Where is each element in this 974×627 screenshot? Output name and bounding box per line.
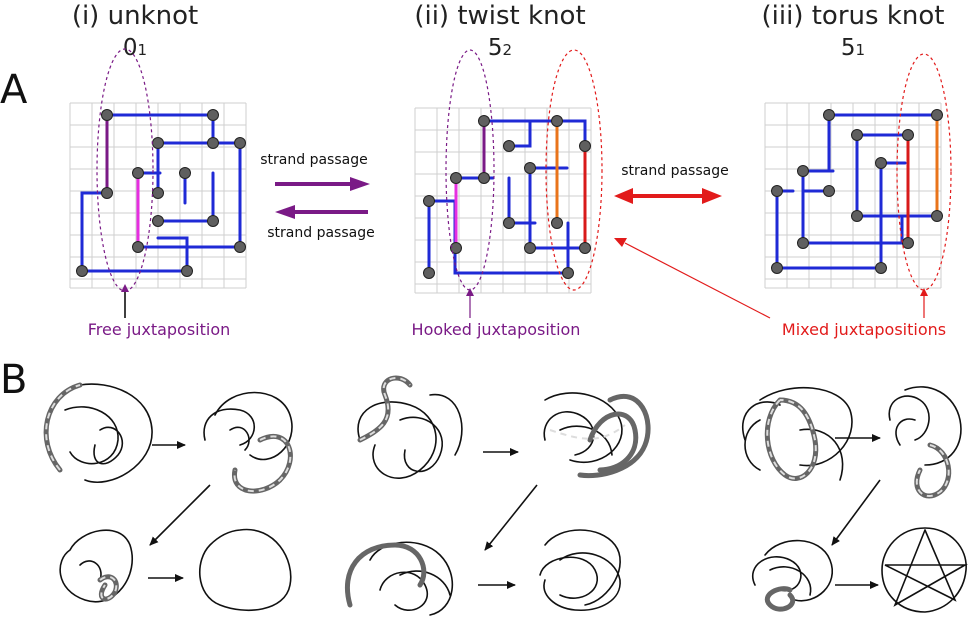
knot-diagram-unknot-step2 xyxy=(203,391,293,494)
knot-diagram-unknot-final xyxy=(199,528,292,611)
mixed-juxtaposition-ellipse-torus xyxy=(896,53,952,291)
knot-notation-unknot: 01 xyxy=(123,35,147,61)
knot-notation-torus-knot: 51 xyxy=(841,35,865,61)
column-title-torus-knot: (iii) torus knot xyxy=(762,1,945,31)
knot-diagram-twist-final xyxy=(539,529,621,611)
mixed-juxtaposition-pointer-twist xyxy=(624,242,771,319)
caption-mixed-juxtapositions: Mixed juxtapositions xyxy=(782,320,946,339)
panel-label-b: B xyxy=(0,357,27,403)
column-title-unknot: (i) unknot xyxy=(72,1,198,31)
knot-diagram-torus-step3 xyxy=(752,539,833,612)
caption-hooked-juxtaposition: Hooked juxtaposition xyxy=(412,320,581,339)
lattice-torus-knot xyxy=(764,102,943,289)
knot-step-arrow xyxy=(149,484,211,546)
knot-notation-twist-knot: 52 xyxy=(488,35,512,61)
knot-step-arrow xyxy=(484,484,538,551)
hooked-juxtaposition-ellipse xyxy=(445,49,495,291)
knot-diagram-twist-step3 xyxy=(344,541,454,616)
knot-diagram-unknot-step3 xyxy=(59,529,133,603)
knot-step-arrow xyxy=(831,479,881,546)
knot-diagram-twist-step2 xyxy=(543,392,651,479)
knot-diagram-torus-final xyxy=(881,527,969,613)
strand-passage-label-forward: strand passage xyxy=(260,152,367,168)
knot-diagram-torus-step1 xyxy=(742,386,853,481)
strand-passage-label-backward: strand passage xyxy=(267,225,374,241)
mixed-juxtaposition-pointer-torus xyxy=(920,288,928,296)
knot-diagram-torus-step2 xyxy=(888,386,962,499)
panel-label-a: A xyxy=(0,67,28,113)
lattice-twist-knot xyxy=(414,107,592,294)
free-juxtaposition-ellipse xyxy=(96,48,154,292)
mixed-juxtaposition-ellipse-twist xyxy=(545,49,603,291)
hooked-juxtaposition-pointer xyxy=(466,288,474,296)
strand-passage-label-double: strand passage xyxy=(621,163,728,179)
knot-diagram-unknot-step1 xyxy=(43,382,153,483)
caption-free-juxtaposition: Free juxtaposition xyxy=(88,320,231,339)
column-title-twist-knot: (ii) twist knot xyxy=(414,1,585,31)
lattice-unknot xyxy=(69,102,247,289)
knot-diagram-twist-step1 xyxy=(357,375,463,479)
